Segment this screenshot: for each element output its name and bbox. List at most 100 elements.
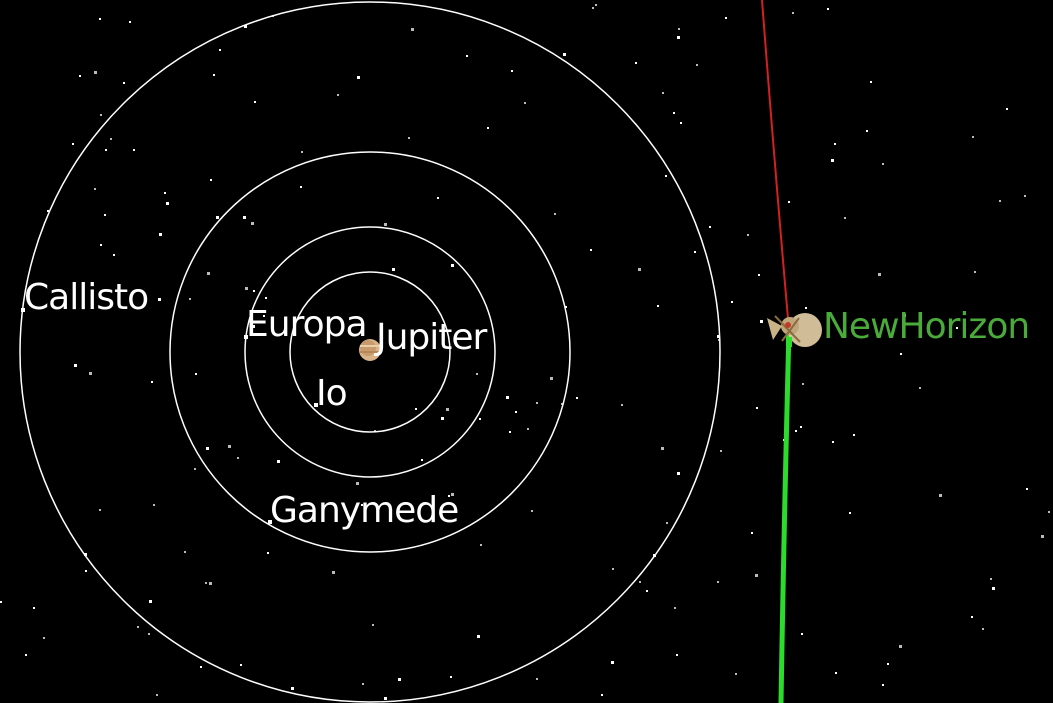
star [717, 581, 719, 583]
star [361, 504, 363, 506]
star [527, 428, 529, 430]
star [43, 637, 45, 639]
star [990, 578, 992, 580]
star [576, 397, 578, 399]
star [1041, 535, 1044, 538]
spacecraft-icon[interactable] [767, 313, 822, 347]
star [834, 143, 836, 145]
star [595, 4, 597, 6]
star [831, 159, 834, 162]
star [291, 687, 294, 690]
star [673, 112, 675, 114]
star [104, 214, 106, 216]
star [676, 654, 678, 656]
star [870, 81, 872, 83]
orbit-rings [19, 1, 721, 703]
star [756, 407, 758, 409]
callisto-orbit [19, 1, 721, 703]
star [263, 315, 265, 317]
star [301, 151, 303, 153]
star [374, 430, 376, 432]
starfield [0, 4, 1050, 700]
star [415, 408, 417, 410]
star [747, 234, 749, 236]
jupiter-label: Jupiter [376, 317, 487, 358]
io-marker[interactable] [314, 403, 318, 407]
star [228, 445, 231, 448]
star [337, 94, 339, 96]
star [717, 335, 720, 338]
star [25, 654, 27, 656]
star [85, 570, 87, 572]
star [900, 353, 902, 355]
star [919, 387, 921, 389]
star [137, 626, 139, 628]
ganymede-orbit [169, 151, 571, 553]
star [411, 28, 414, 31]
star [760, 320, 763, 323]
star [189, 298, 191, 300]
star [195, 373, 197, 375]
star [720, 450, 722, 452]
star [974, 271, 976, 273]
star [110, 138, 112, 140]
star [972, 136, 974, 138]
star [479, 418, 481, 420]
star [751, 532, 753, 534]
star [277, 460, 280, 463]
past-trajectory-line [761, 0, 790, 331]
star [194, 468, 196, 470]
star [554, 213, 556, 215]
star [451, 264, 454, 267]
star [79, 75, 81, 77]
star [129, 21, 131, 23]
star [795, 430, 797, 432]
star [992, 587, 995, 590]
star [184, 551, 186, 553]
star [903, 314, 906, 317]
star [164, 192, 166, 194]
star [253, 290, 255, 292]
star [832, 441, 834, 443]
star [678, 28, 680, 30]
star [209, 582, 212, 585]
star [601, 694, 603, 696]
star [638, 268, 641, 271]
io-label: Io [316, 373, 348, 414]
star [206, 447, 209, 450]
star [853, 434, 855, 436]
star [446, 408, 449, 411]
star [718, 339, 720, 341]
star [243, 216, 246, 219]
star [755, 574, 758, 577]
star [735, 673, 737, 675]
star [210, 179, 212, 181]
star [33, 607, 35, 609]
star [565, 306, 567, 308]
ganymede-label: Ganymede [270, 490, 459, 531]
star [590, 249, 592, 251]
star [99, 18, 101, 20]
star [887, 663, 889, 665]
star [252, 325, 255, 328]
callisto-marker[interactable] [21, 308, 25, 312]
ganymede-marker[interactable] [268, 520, 272, 524]
star [450, 676, 452, 678]
star [1048, 511, 1050, 513]
star [899, 645, 902, 648]
europa-label: Europa [246, 304, 368, 345]
future-trajectory-line [778, 329, 792, 703]
star [437, 197, 439, 199]
star [694, 251, 696, 253]
star [758, 274, 760, 276]
star [408, 137, 410, 139]
star [100, 244, 102, 246]
jupiter-planet-icon[interactable] [359, 339, 381, 361]
star [384, 697, 387, 700]
spacecraft-label: NewHorizon [823, 306, 1030, 347]
europa-marker[interactable] [244, 335, 248, 339]
star [487, 127, 489, 129]
star [611, 661, 614, 664]
star [47, 210, 49, 212]
